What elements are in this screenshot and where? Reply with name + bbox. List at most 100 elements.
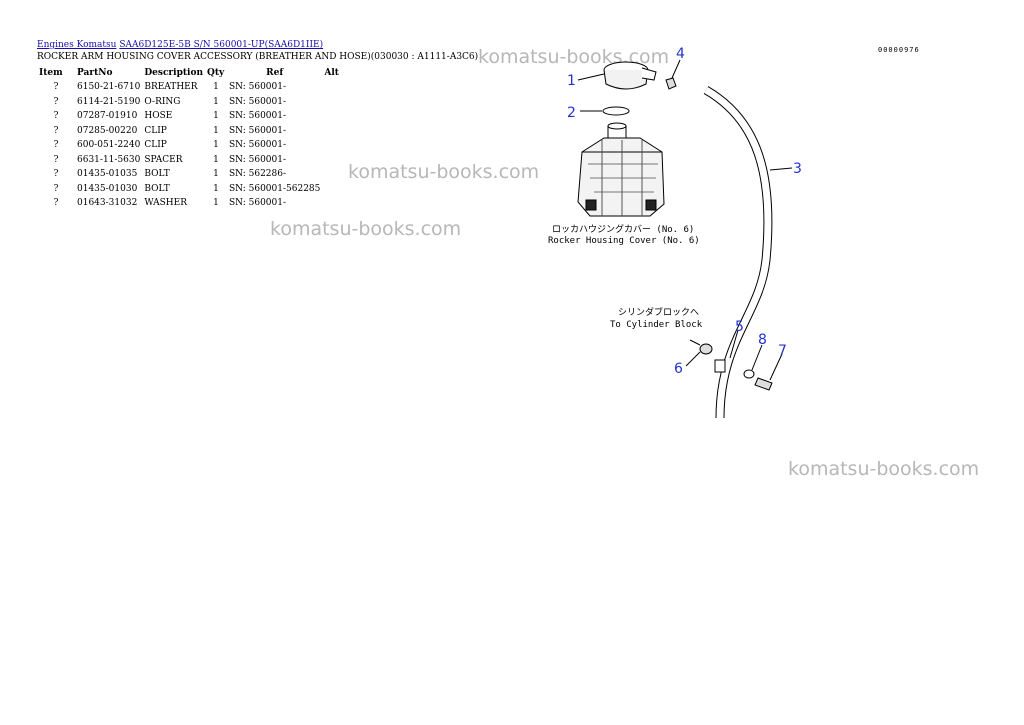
cylinder-label-jp: シリンダブロックへ bbox=[618, 306, 699, 318]
column-header-qty: Qty bbox=[207, 68, 225, 78]
table-row: ? 07285-00220 CLIP 1 SN: 560001- bbox=[37, 124, 356, 139]
cell-item: ? bbox=[53, 96, 59, 107]
bolt-part bbox=[754, 377, 773, 391]
hose-part bbox=[703, 86, 773, 419]
cell-partno: 01643-31032 bbox=[77, 198, 138, 209]
table-header-row: Item PartNo Description Qty Ref Alt bbox=[37, 66, 356, 80]
cell-partno: 07287-01910 bbox=[77, 111, 138, 122]
cell-qty: 1 bbox=[213, 125, 219, 136]
cell-description: HOSE bbox=[144, 111, 173, 122]
column-header-item: Item bbox=[39, 68, 63, 78]
cell-description: O-RING bbox=[144, 96, 181, 107]
column-header-ref: Ref bbox=[266, 68, 284, 78]
cell-qty: 1 bbox=[213, 198, 219, 209]
cell-description: BOLT bbox=[144, 169, 170, 180]
cell-partno: 600-051-2240 bbox=[77, 140, 141, 151]
cover-caption-en: Rocker Housing Cover (No. 6) bbox=[548, 236, 700, 246]
cell-description: WASHER bbox=[144, 198, 188, 209]
callout-1: 1 bbox=[567, 73, 576, 89]
breadcrumb: Engines Komatsu SAA6D125E-5B S/N 560001-… bbox=[37, 40, 323, 50]
cell-qty: 1 bbox=[213, 140, 219, 151]
cell-alt bbox=[322, 109, 356, 124]
column-header-description: Description bbox=[144, 68, 203, 78]
cell-partno: 01435-01035 bbox=[77, 169, 138, 180]
cell-qty: 1 bbox=[213, 111, 219, 122]
cell-item: ? bbox=[53, 169, 59, 180]
cell-ref: SN: 560001- bbox=[229, 198, 287, 209]
callout-3: 3 bbox=[793, 161, 802, 177]
cell-partno: 01435-01030 bbox=[77, 183, 138, 194]
callout-4: 4 bbox=[676, 46, 685, 62]
cell-qty: 1 bbox=[213, 154, 219, 165]
cell-qty: 1 bbox=[213, 183, 219, 194]
cell-ref: SN: 562286- bbox=[229, 169, 287, 180]
watermark: komatsu-books.com bbox=[348, 161, 540, 183]
parts-table: Item PartNo Description Qty Ref Alt ? 615… bbox=[37, 66, 356, 211]
cell-partno: 6631-11-5630 bbox=[77, 154, 141, 165]
cell-qty: 1 bbox=[213, 82, 219, 93]
cell-partno: 6150-21-6710 bbox=[77, 82, 141, 93]
breadcrumb-link-engines[interactable]: Engines Komatsu bbox=[37, 40, 117, 50]
table-row: ? 01435-01035 BOLT 1 SN: 562286- bbox=[37, 167, 356, 182]
washer-part bbox=[743, 369, 755, 379]
cell-ref: SN: 560001- bbox=[229, 140, 287, 151]
cell-item: ? bbox=[53, 154, 59, 165]
callout-6: 6 bbox=[674, 361, 683, 377]
callout-7: 7 bbox=[778, 343, 787, 359]
cell-item: ? bbox=[53, 125, 59, 136]
cell-description: BREATHER bbox=[144, 82, 198, 93]
breadcrumb-link-model[interactable]: SAA6D125E-5B S/N 560001-UP(SAA6D1IIE) bbox=[119, 40, 324, 50]
cell-ref: SN: 560001- bbox=[229, 111, 287, 122]
doc-number: 00000976 bbox=[878, 46, 920, 54]
cell-alt bbox=[322, 138, 356, 153]
direction-arrow bbox=[689, 339, 701, 346]
watermark: komatsu-books.com bbox=[270, 218, 462, 240]
cell-ref: SN: 560001- bbox=[229, 154, 287, 165]
cell-alt bbox=[322, 124, 356, 139]
page-title: ROCKER ARM HOUSING COVER ACCESSORY (BREA… bbox=[37, 52, 479, 62]
cell-ref: SN: 560001- bbox=[229, 96, 287, 107]
column-header-partno: PartNo bbox=[77, 68, 113, 78]
parts-diagram: 1 2 3 4 5 6 7 8 ロッカハウジングカバー (No. 6) Rock… bbox=[548, 46, 802, 419]
cell-ref: SN: 560001- bbox=[229, 125, 287, 136]
table-row: ? 07287-01910 HOSE 1 SN: 560001- bbox=[37, 109, 356, 124]
cell-item: ? bbox=[53, 183, 59, 194]
cell-qty: 1 bbox=[213, 96, 219, 107]
cell-description: CLIP bbox=[144, 125, 167, 136]
callout-8: 8 bbox=[758, 332, 767, 348]
callout-2: 2 bbox=[567, 105, 576, 121]
column-header-alt: Alt bbox=[324, 68, 339, 78]
cell-ref: SN: 560001-562285 bbox=[229, 183, 321, 194]
cell-partno: 6114-21-5190 bbox=[77, 96, 141, 107]
cell-description: BOLT bbox=[144, 183, 170, 194]
o-ring-part bbox=[602, 106, 630, 116]
table-row: ? 01643-31032 WASHER 1 SN: 560001- bbox=[37, 196, 356, 211]
watermark: komatsu-books.com bbox=[788, 458, 980, 480]
cell-partno: 07285-00220 bbox=[77, 125, 138, 136]
cell-alt bbox=[322, 80, 356, 95]
cell-item: ? bbox=[53, 140, 59, 151]
cell-ref: SN: 560001- bbox=[229, 82, 287, 93]
cell-qty: 1 bbox=[213, 169, 219, 180]
callout-5: 5 bbox=[735, 319, 744, 335]
cover-caption-jp: ロッカハウジングカバー (No. 6) bbox=[552, 223, 694, 235]
cell-alt bbox=[322, 95, 356, 110]
cylinder-label-en: To Cylinder Block bbox=[610, 320, 703, 330]
cell-item: ? bbox=[53, 198, 59, 209]
clip-part bbox=[665, 77, 677, 90]
rocker-housing-cover bbox=[577, 122, 665, 217]
cell-description: CLIP bbox=[144, 140, 167, 151]
cell-item: ? bbox=[53, 111, 59, 122]
cell-item: ? bbox=[53, 82, 59, 93]
leader-lines bbox=[577, 59, 793, 381]
spacer-part bbox=[699, 343, 713, 355]
cell-description: SPACER bbox=[144, 154, 183, 165]
cell-alt bbox=[322, 196, 356, 211]
table-row: ? 01435-01030 BOLT 1 SN: 560001-562285 bbox=[37, 182, 356, 197]
cell-alt bbox=[322, 182, 356, 197]
